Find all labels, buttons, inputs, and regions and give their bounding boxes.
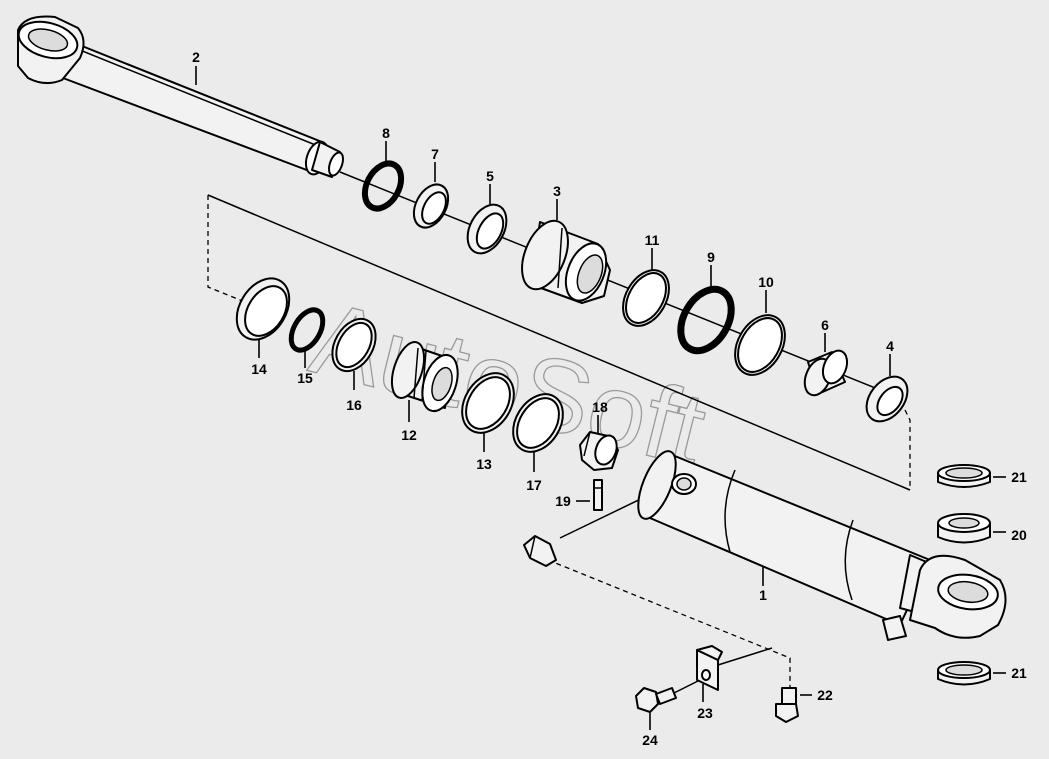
label-22: 22 bbox=[817, 687, 833, 703]
part-21-bushing-bottom bbox=[937, 661, 991, 686]
label-1: 1 bbox=[759, 587, 767, 603]
label-18: 18 bbox=[592, 399, 608, 415]
label-4: 4 bbox=[886, 338, 894, 354]
label-14: 14 bbox=[251, 361, 267, 377]
label-16: 16 bbox=[346, 397, 362, 413]
label-5: 5 bbox=[486, 168, 494, 184]
part-5-seal bbox=[466, 203, 508, 255]
part-10-ring bbox=[734, 314, 786, 376]
part-13-ring bbox=[461, 372, 515, 434]
part-1-cylinder-barrel bbox=[637, 450, 1007, 641]
label-17: 17 bbox=[526, 477, 542, 493]
part-17-ring bbox=[512, 393, 564, 453]
part-6-bushing bbox=[803, 349, 849, 397]
label-3: 3 bbox=[553, 183, 561, 199]
part-4-wiper bbox=[865, 375, 909, 423]
label-15: 15 bbox=[297, 370, 313, 386]
part-22-elbow-fitting bbox=[775, 687, 799, 723]
part-9-o-ring bbox=[677, 285, 735, 355]
part-16-ring bbox=[331, 317, 377, 373]
label-23: 23 bbox=[697, 705, 713, 721]
leader-lines bbox=[195, 66, 1006, 730]
piston-rod bbox=[17, 15, 344, 178]
label-19: 19 bbox=[555, 493, 571, 509]
part-21-bushing-top bbox=[937, 464, 991, 488]
part-23-bracket bbox=[696, 645, 723, 691]
part-12-piston bbox=[390, 341, 459, 413]
part-7-seal bbox=[412, 183, 450, 229]
part-18-nut bbox=[579, 431, 619, 471]
grease-fitting bbox=[523, 535, 557, 567]
part-3-gland bbox=[521, 219, 611, 304]
label-13: 13 bbox=[476, 456, 492, 472]
label-12: 12 bbox=[401, 427, 417, 443]
label-6: 6 bbox=[821, 317, 829, 333]
label-2: 2 bbox=[192, 49, 200, 65]
label-24: 24 bbox=[642, 732, 658, 748]
label-21-top: 21 bbox=[1011, 469, 1027, 485]
part-15-ring bbox=[288, 307, 326, 353]
part-11-ring bbox=[622, 269, 670, 327]
label-8: 8 bbox=[382, 125, 390, 141]
part-19-screw bbox=[593, 479, 603, 511]
part-24-bolt bbox=[635, 687, 677, 713]
part-14-ring bbox=[235, 277, 291, 341]
part-8-ring bbox=[361, 160, 405, 212]
label-11: 11 bbox=[645, 232, 660, 248]
label-21-bottom: 21 bbox=[1011, 665, 1027, 681]
label-7: 7 bbox=[431, 146, 439, 162]
part-20-bearing bbox=[937, 513, 991, 544]
label-9: 9 bbox=[707, 249, 715, 265]
label-10: 10 bbox=[758, 274, 774, 290]
label-20: 20 bbox=[1011, 527, 1027, 543]
